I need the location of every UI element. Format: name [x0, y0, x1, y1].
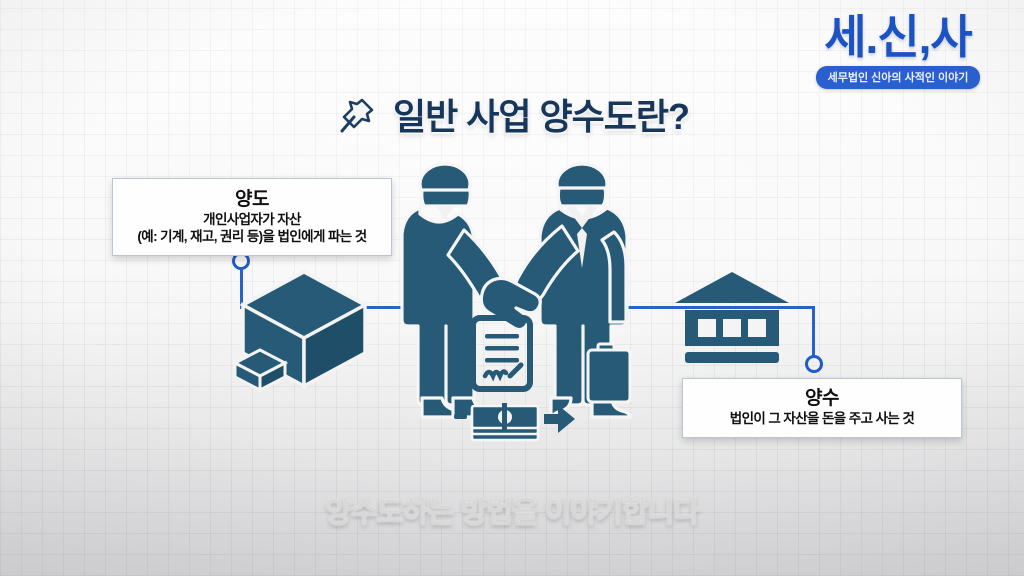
callout-right-title: 양수	[805, 388, 839, 409]
briefcase-icon	[586, 342, 632, 404]
connector-horizontal-right	[590, 306, 815, 309]
brand-logo: 세.신,사 세무법인 신아의 사적인 이야기	[798, 14, 998, 89]
callout-left-title: 양도	[235, 189, 269, 210]
subtitle-container: 양수도하는 방법을 이야기합니다	[0, 489, 1024, 531]
callout-right-line1: 법인이 그 자산을 돈을 주고 사는 것	[729, 410, 915, 426]
connector-ring-right	[805, 355, 823, 373]
box-cube-icon	[231, 270, 369, 392]
contract-document-icon	[470, 315, 533, 392]
handshake-figures-illustration	[400, 162, 632, 442]
connector-vertical-left	[240, 268, 243, 308]
logo-tagline: 세무법인 신아의 사적인 이야기	[815, 66, 981, 89]
subtitle-text: 양수도하는 방법을 이야기합니다	[325, 497, 700, 529]
cash-transfer-icon	[454, 403, 575, 442]
callout-transfer-in: 양수 법인이 그 자산을 돈을 주고 사는 것	[682, 378, 962, 439]
connector-vertical-right	[812, 306, 815, 357]
logo-main-text: 세.신,사	[824, 11, 973, 63]
pushpin-icon	[340, 98, 374, 133]
callout-left-line2: (예: 기계, 재고, 권리 등)을 법인에게 파는 것	[137, 229, 367, 245]
page-title-text: 일반 사업 양수도란?	[393, 96, 690, 137]
callout-transfer-out: 양도 개인사업자가 자산 (예: 기계, 재고, 권리 등)을 법인에게 파는 …	[112, 178, 392, 256]
callout-left-line1: 개인사업자가 자산	[203, 211, 301, 227]
page-title: 일반 사업 양수도란?	[0, 88, 1024, 140]
bank-building-icon	[675, 272, 789, 363]
